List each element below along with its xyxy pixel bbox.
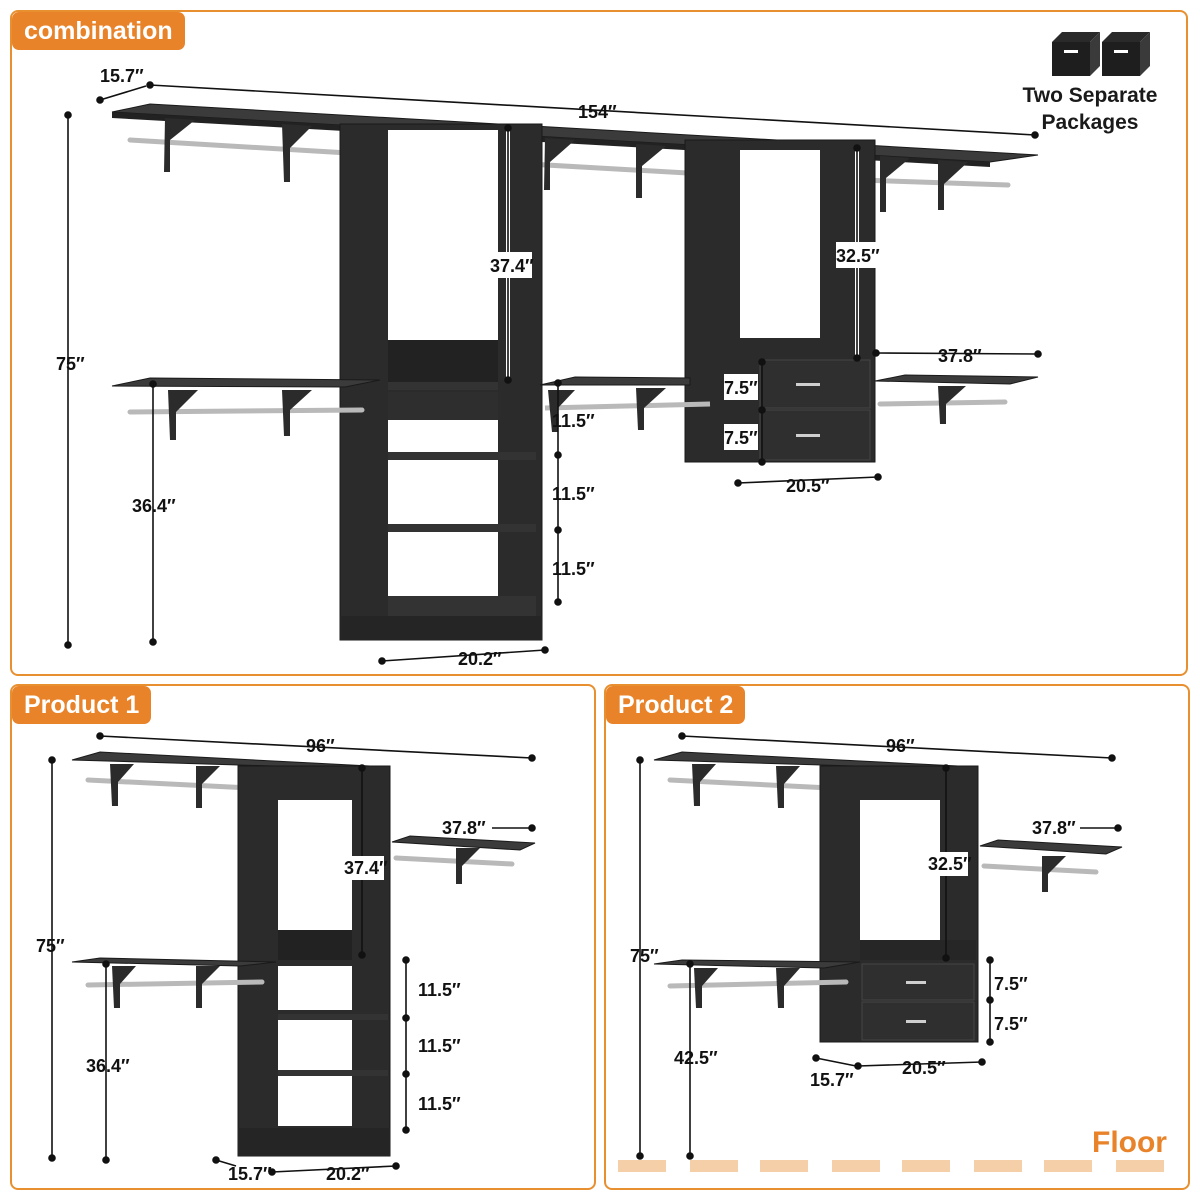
p1-dim-lower-rod: 36.4″ xyxy=(86,1056,130,1076)
p2-dim-height: 75″ xyxy=(630,946,659,966)
p1-dim-width: 96″ xyxy=(306,736,335,756)
dim-drawer-1: 7.5″ xyxy=(724,378,758,398)
dim-right-upper-opening: 32.5″ xyxy=(836,246,880,266)
p2-dim-upper-opening: 32.5″ xyxy=(928,854,972,874)
p1-dim-upper-opening: 37.4″ xyxy=(344,858,388,878)
dim-left-tower-width: 20.2″ xyxy=(458,649,502,669)
p2-dim-width: 96″ xyxy=(886,736,915,756)
p1-dim-height: 75″ xyxy=(36,936,65,956)
dim-total-height: 75″ xyxy=(56,354,85,374)
dim-drawer-2: 7.5″ xyxy=(724,428,758,448)
p1-dim-shelf-gap-1: 11.5″ xyxy=(418,980,461,1000)
p1-dim-depth: 15.7″ xyxy=(228,1164,272,1184)
mid-shelf-middle xyxy=(539,376,691,386)
packages-note: Two Separate Packages xyxy=(1022,84,1158,134)
dim-side-shelf-width: 37.8″ xyxy=(938,346,982,366)
mid-shelf-right xyxy=(874,374,1039,385)
p2-dim-lower-rod: 42.5″ xyxy=(674,1048,718,1068)
p2-dim-side-shelf: 37.8″ xyxy=(1032,818,1076,838)
p2-dim-drawer-1: 7.5″ xyxy=(994,974,1028,994)
dim-total-width: 154″ xyxy=(578,102,617,122)
dim-shelf-gap-3: 11.5″ xyxy=(552,559,595,579)
dim-depth: 15.7″ xyxy=(100,66,144,86)
dim-left-upper-opening: 37.4″ xyxy=(490,256,534,276)
product1-tag: Product 1 xyxy=(12,686,152,724)
p1-dim-tower-width: 20.2″ xyxy=(326,1164,370,1184)
mid-shelf-left xyxy=(111,377,381,388)
p1-dim-side-shelf: 37.8″ xyxy=(442,818,486,838)
p2-dim-drawer-2: 7.5″ xyxy=(994,1014,1028,1034)
floor-label: Floor xyxy=(1092,1126,1167,1159)
p2-dim-depth: 15.7″ xyxy=(810,1070,854,1090)
mid-rod-left xyxy=(127,407,365,415)
combination-tag: combination xyxy=(12,12,185,50)
dim-shelf-gap-1: 11.5″ xyxy=(552,411,595,431)
product2-tag: Product 2 xyxy=(606,686,746,724)
dim-drawer-tower-width: 20.5″ xyxy=(786,476,830,496)
dim-lower-rod-height: 36.4″ xyxy=(132,496,176,516)
p1-dim-shelf-gap-2: 11.5″ xyxy=(418,1036,461,1056)
p2-dim-tower-width: 20.5″ xyxy=(902,1058,946,1078)
mid-rod-middle xyxy=(544,401,711,411)
dim-shelf-gap-2: 11.5″ xyxy=(552,484,595,504)
p1-dim-shelf-gap-3: 11.5″ xyxy=(418,1094,461,1114)
